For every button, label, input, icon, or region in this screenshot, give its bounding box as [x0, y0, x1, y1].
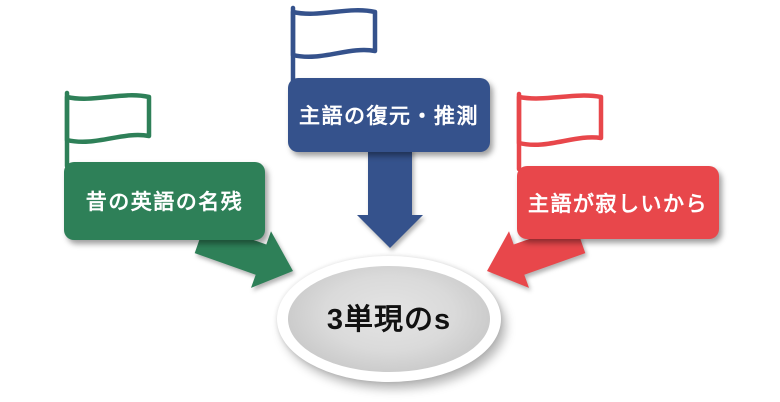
- cause-box-old-english: 昔の英語の名残: [64, 162, 265, 240]
- red-arrow: [487, 222, 586, 288]
- cause-label: 主語が寂しいから: [528, 192, 708, 216]
- flag-icon: [290, 5, 378, 84]
- center-label: 3単現のs: [326, 304, 452, 336]
- flag-icon: [64, 90, 152, 169]
- flag-icon: [516, 91, 604, 172]
- cause-label: 主語の復元・推測: [299, 105, 479, 128]
- cause-box-subject-restoration: 主語の復元・推測: [288, 78, 490, 152]
- center-ellipse-body: 3単現のs: [288, 266, 490, 372]
- center-ellipse: 3単現のs: [277, 256, 501, 382]
- cause-box-subject-is-lonely: 主語が寂しいから: [517, 166, 719, 239]
- blue-arrow: [357, 148, 423, 248]
- cause-label: 昔の英語の名残: [85, 191, 244, 214]
